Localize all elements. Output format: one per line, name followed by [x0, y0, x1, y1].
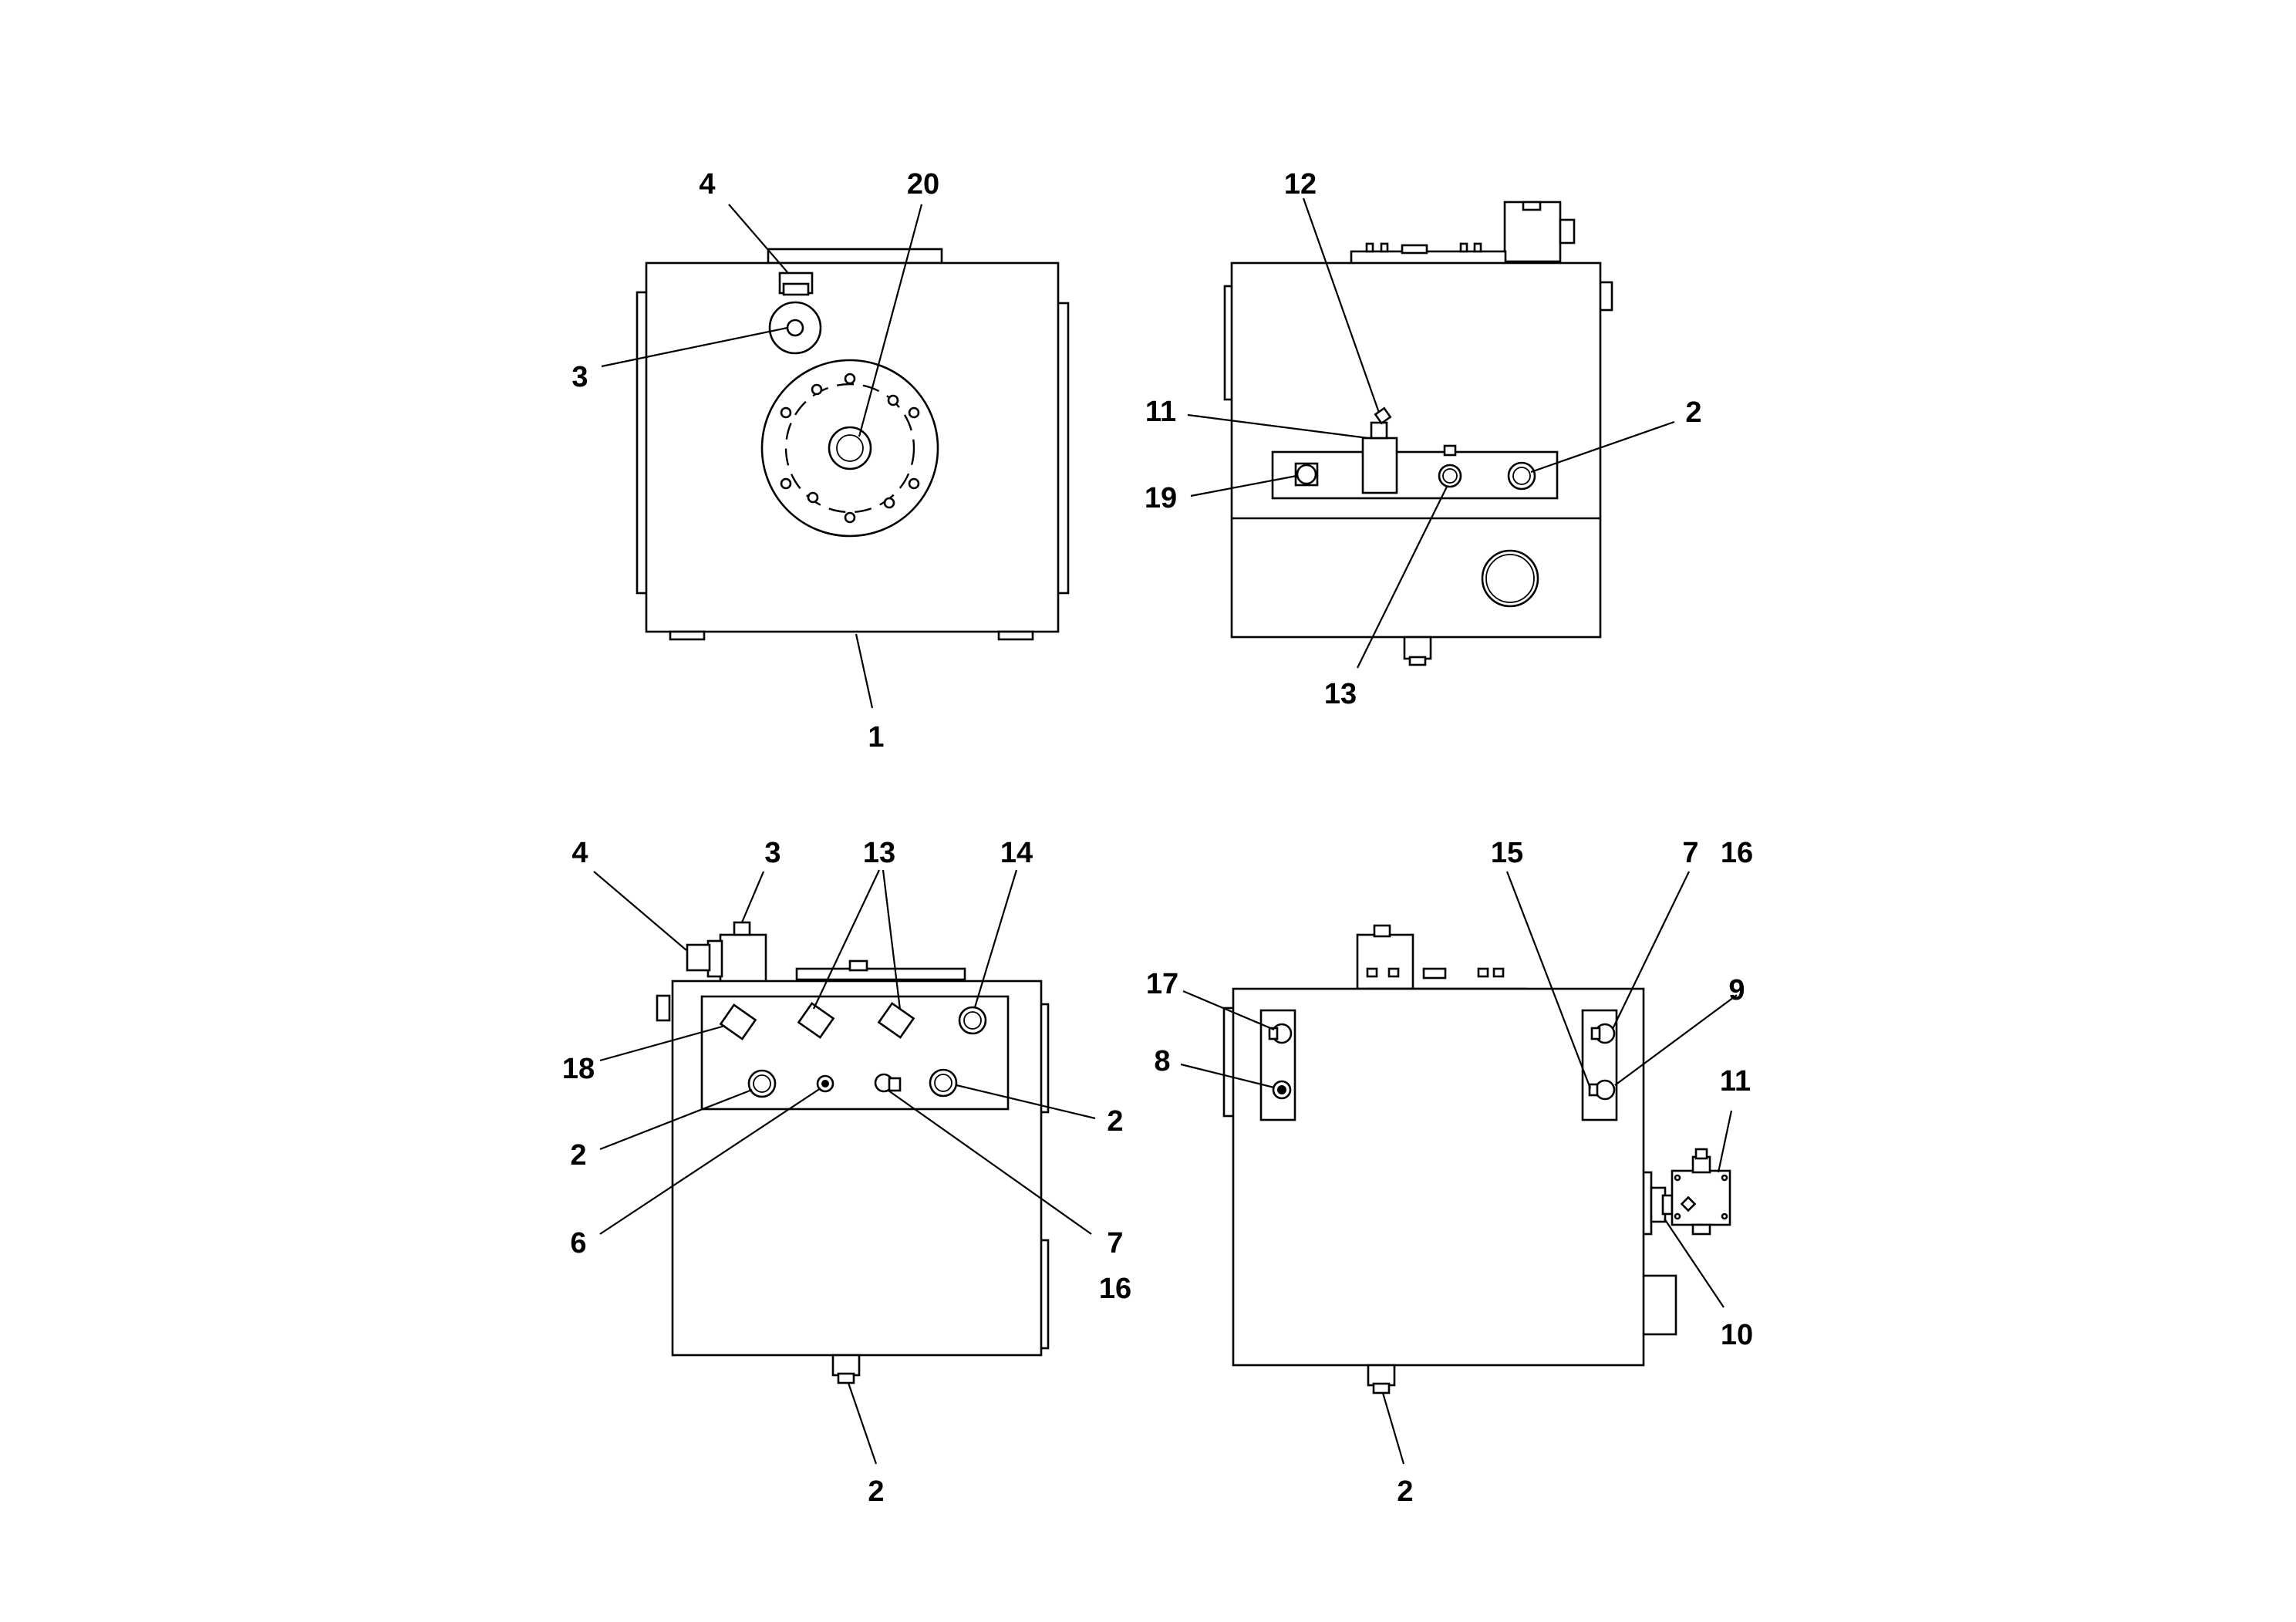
- manifold-block: [700, 995, 1010, 1111]
- callout-12: 12: [1284, 168, 1317, 201]
- callout-17: 17: [1146, 968, 1178, 1000]
- right-bracket: [1581, 1009, 1618, 1121]
- tank-body-top-view: [636, 248, 1070, 641]
- leader-lines: [1180, 871, 1738, 1465]
- callouts: 15 7 16 17 9 8 11 10 2: [1146, 837, 1753, 1508]
- callout-7: 7: [1682, 837, 1698, 869]
- callout-20: 20: [907, 168, 939, 201]
- callout-15: 15: [1491, 837, 1523, 869]
- callouts: 12 11 2 19 13: [1145, 168, 1702, 710]
- view-bottom-right: 15 7 16 17 9 8 11 10 2: [1146, 837, 1753, 1508]
- leader-lines: [593, 869, 1096, 1465]
- tank-body-side-view: [1223, 201, 1613, 666]
- callout-1: 1: [868, 721, 884, 754]
- callout-11: 11: [1145, 396, 1176, 428]
- callout-16: 16: [1099, 1273, 1131, 1305]
- callout-6: 6: [570, 1227, 586, 1259]
- callouts: 4 20 3 1: [571, 168, 939, 754]
- callout-19: 19: [1145, 482, 1177, 514]
- callout-2-right: 2: [1107, 1105, 1123, 1138]
- sight-glass: [1481, 549, 1539, 608]
- callout-8: 8: [1154, 1045, 1170, 1077]
- callout-7: 7: [1107, 1227, 1123, 1259]
- callout-4: 4: [699, 168, 715, 201]
- tank-body-rear-view: [1222, 924, 1677, 1394]
- callout-2: 2: [570, 1139, 586, 1172]
- callout-13: 13: [863, 837, 895, 869]
- callout-14: 14: [1000, 837, 1033, 869]
- leader-lines: [601, 204, 923, 709]
- callout-2-bottom: 2: [868, 1475, 884, 1508]
- callout-11: 11: [1720, 1065, 1751, 1098]
- callout-13: 13: [1324, 678, 1357, 710]
- view-top-right: 12 11 2 19 13: [1145, 168, 1702, 710]
- callout-3: 3: [764, 837, 781, 869]
- view-top-left: 4 20 3 1: [571, 168, 1070, 754]
- callout-3: 3: [571, 361, 588, 393]
- callout-2: 2: [1685, 396, 1701, 429]
- relief-valve: [1650, 1148, 1731, 1236]
- view-bottom-left: 4 3 13 14 18 2 2 6 7 16 2: [562, 837, 1131, 1508]
- left-bracket: [1259, 1009, 1296, 1121]
- callout-16: 16: [1721, 837, 1753, 869]
- callouts: 4 3 13 14 18 2 2 6 7 16 2: [562, 837, 1131, 1508]
- callout-18: 18: [562, 1053, 595, 1085]
- callout-4: 4: [571, 837, 588, 869]
- leader-lines: [1187, 197, 1675, 669]
- tank-body-front-view: [656, 921, 1050, 1384]
- callout-9: 9: [1728, 974, 1745, 1007]
- callout-10: 10: [1721, 1319, 1753, 1351]
- breather-assembly: [768, 271, 822, 355]
- callout-2: 2: [1397, 1475, 1413, 1508]
- pump-flange: [760, 359, 939, 538]
- manifold-block: [1271, 406, 1559, 500]
